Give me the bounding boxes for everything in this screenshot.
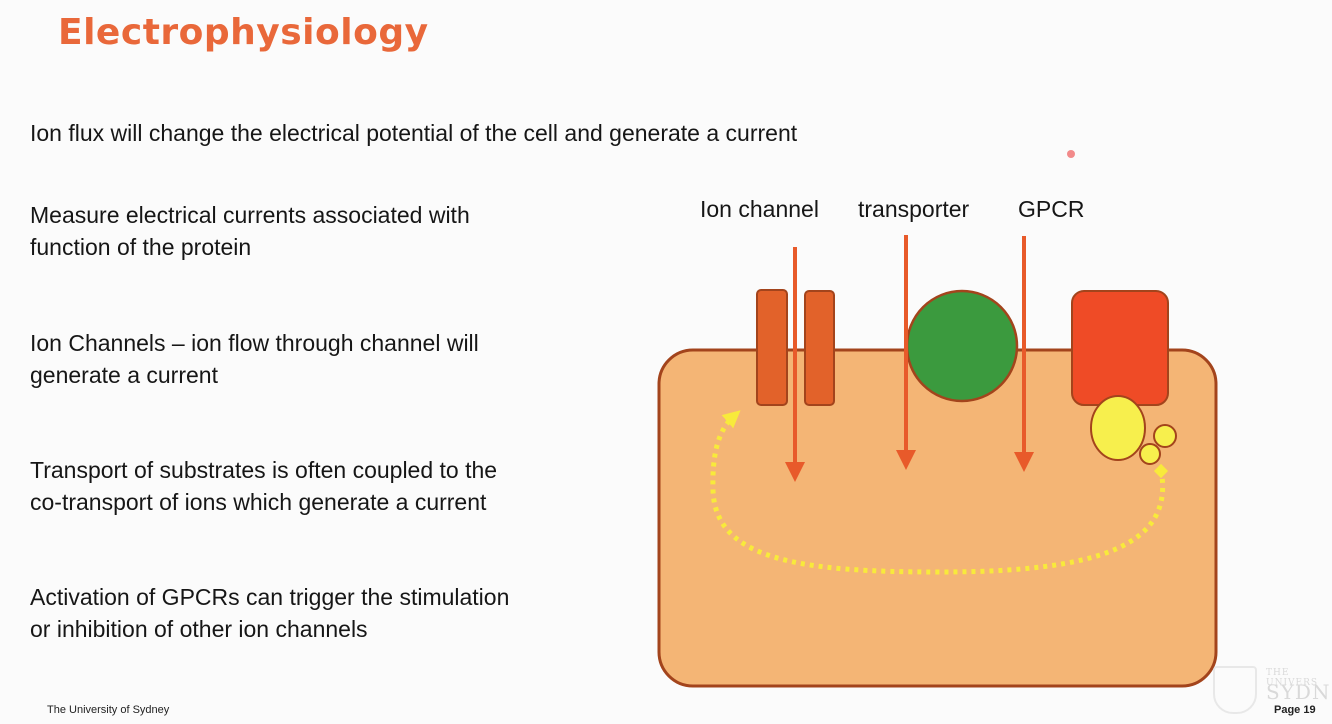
watermark-line-2: SYDN	[1266, 680, 1331, 704]
ion-channel-subunit-left	[756, 289, 788, 406]
intro-text: Ion flux will change the electrical pote…	[30, 120, 798, 146]
g-protein-gamma	[1139, 443, 1161, 465]
label-ion-channel: Ion channel	[700, 196, 819, 222]
page-number: Page 19	[1274, 704, 1316, 716]
signal-path-start-marker	[1153, 463, 1169, 479]
g-protein-alpha	[1090, 395, 1146, 461]
watermark-line-1: THE UNIVERS	[1266, 668, 1319, 688]
university-crest-icon	[1213, 666, 1257, 714]
ion-channel-subunit-right	[804, 290, 835, 406]
transporter-protein	[905, 289, 1019, 403]
bullet-ion-channels: Ion Channels – ion flow through channel …	[30, 330, 479, 388]
label-transporter: transporter	[858, 196, 970, 222]
footer-university: The University of Sydney	[47, 704, 170, 716]
laser-pointer-dot	[1067, 150, 1075, 158]
signal-path	[710, 410, 1166, 575]
gpcr-receptor	[1071, 290, 1169, 406]
g-protein-beta	[1153, 424, 1177, 448]
bullet-measure-currents: Measure electrical currents associated w…	[30, 202, 470, 260]
slide-title: Electrophysiology	[58, 12, 429, 53]
bullet-transport: Transport of substrates is often coupled…	[30, 457, 498, 515]
bullet-gpcr-activation: Activation of GPCRs can trigger the stim…	[30, 584, 510, 642]
label-gpcr: GPCR	[1018, 196, 1085, 222]
